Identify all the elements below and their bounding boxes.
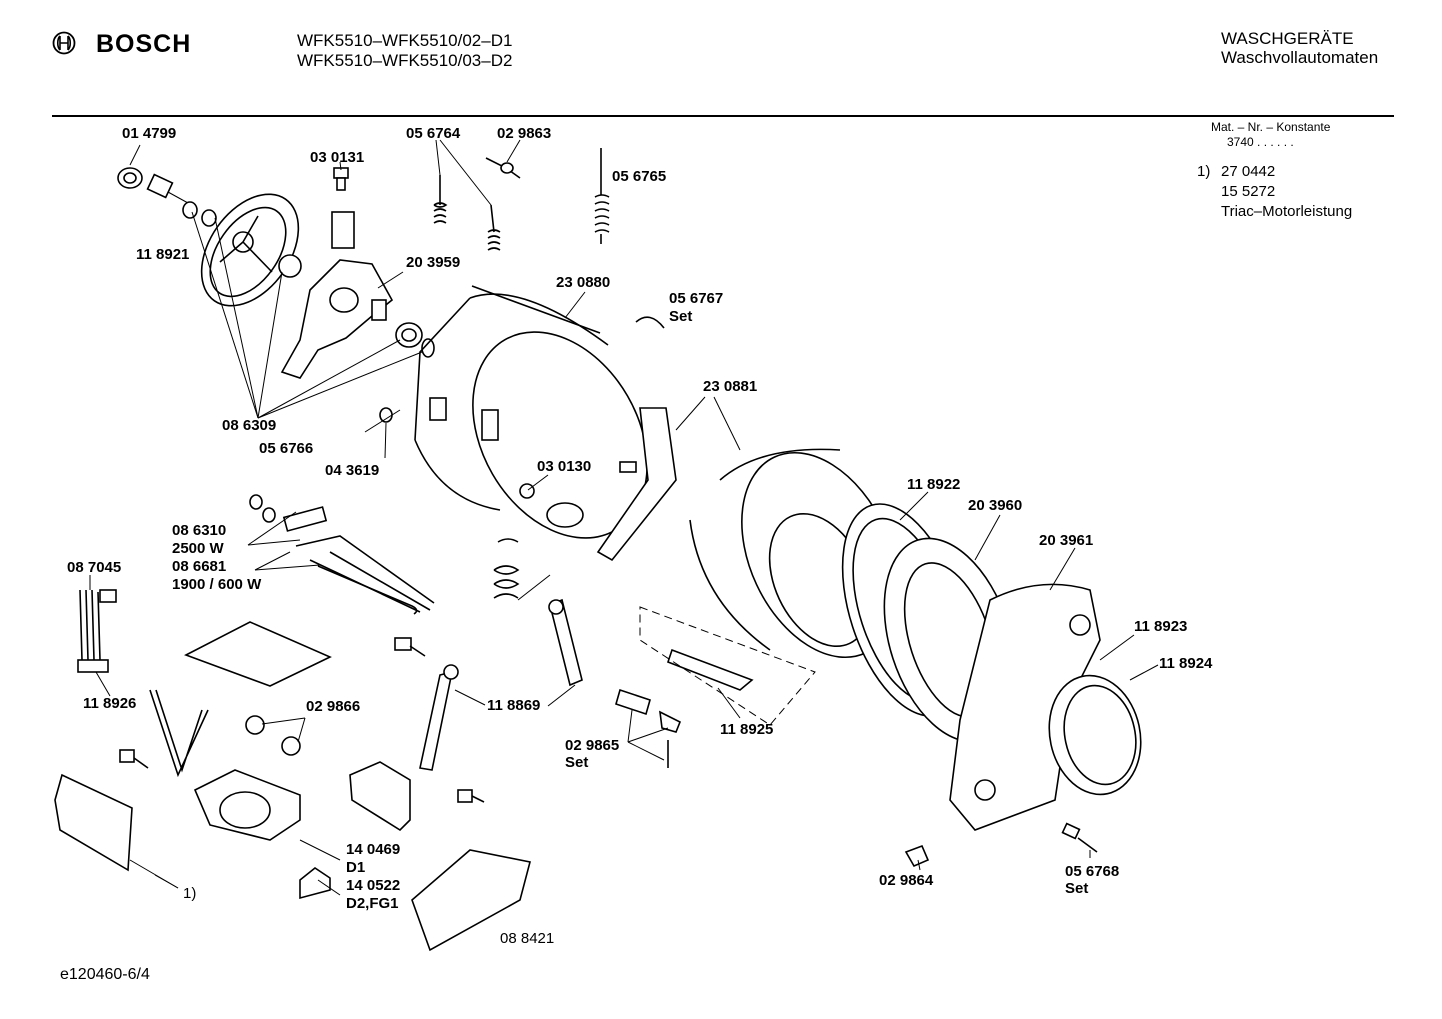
tub-spring-part [433, 148, 610, 251]
foot-part [245, 715, 301, 756]
leader-lines [89, 139, 1159, 896]
part-label: 03 0130 [537, 458, 591, 475]
part-label: 02 9865 [565, 737, 619, 754]
heating-element-part [249, 494, 435, 615]
part-label: Set [565, 754, 588, 771]
model-line-1: WFK5510–WFK5510/02–D1 [297, 31, 513, 50]
part-label: Set [1065, 880, 1088, 897]
part-label: 20 3960 [968, 497, 1022, 514]
tub-bearing-part [395, 322, 435, 358]
drum-spider-part [596, 407, 677, 562]
part-label: 08 6310 [172, 522, 226, 539]
part-label: D1 [346, 859, 365, 876]
header-rule [52, 115, 1394, 117]
note-line-2: 15 5272 [1221, 183, 1276, 200]
part-label: 11 8926 [83, 695, 136, 712]
part-label: 05 6764 [406, 125, 461, 142]
tub-screw-part [1061, 822, 1098, 853]
bearing-sleeve-part [117, 167, 143, 189]
motor-part [193, 769, 301, 841]
part-label: 14 0522 [346, 877, 400, 894]
drawing-code: e120460-6/4 [60, 966, 150, 983]
brand-name: BOSCH [96, 30, 192, 58]
bosch-logo-icon [52, 31, 76, 62]
note-marker: 1) [1197, 163, 1211, 180]
nut-part [379, 407, 393, 423]
clamp-part [635, 316, 665, 329]
part-label: 05 6768 [1065, 863, 1119, 880]
wiring-harness-part [77, 589, 117, 673]
shock-absorber-part [419, 598, 583, 771]
part-label: 2500 W [172, 540, 225, 557]
outer-tub-part [414, 285, 648, 539]
category-title: WASCHGERÄTE [1221, 29, 1354, 48]
door-lock-part [411, 849, 531, 952]
category-subtitle: Waschvollautomaten [1221, 48, 1379, 67]
part-label: 03 0131 [310, 149, 364, 166]
part-label: 02 9863 [497, 125, 551, 142]
belt-pulley-part [200, 193, 302, 307]
part-label: D2,FG1 [346, 895, 399, 912]
part-label: 11 8921 [136, 246, 189, 263]
part-label: 20 3961 [1039, 532, 1093, 549]
part-labels: 01 4799 03 0131 05 6764 02 9863 05 6765 … [67, 125, 1213, 947]
tub-cross-part [280, 211, 394, 379]
part-label: 1900 / 600 W [172, 576, 262, 593]
part-label: 1) [183, 885, 196, 902]
part-label: 20 3959 [406, 254, 460, 271]
part-label: 23 0880 [556, 274, 610, 291]
part-label: 05 6767 [669, 290, 723, 307]
part-label: 11 8922 [907, 476, 960, 493]
material-constant-value: 3740 . . . . . . [1227, 135, 1294, 149]
brand-logo: BOSCH [52, 30, 191, 62]
clip-part [485, 157, 521, 179]
part-label: 08 8421 [500, 930, 554, 947]
screw-part [333, 167, 349, 191]
small-bracket-part [299, 867, 331, 900]
cover-plate-part [184, 621, 332, 687]
retaining-clip-part [904, 844, 930, 868]
part-label: 02 9866 [306, 698, 360, 715]
pulley-bolt-part [146, 173, 217, 227]
part-label: 02 9864 [879, 872, 934, 889]
part-label: 08 6309 [222, 417, 276, 434]
front-tub-part [949, 583, 1101, 831]
material-number-label: Mat. – Nr. – Konstante [1211, 120, 1331, 134]
mounting-bolt-part [119, 637, 485, 803]
part-label: 05 6766 [259, 440, 313, 457]
part-label: 08 6681 [172, 558, 226, 575]
part-label: 14 0469 [346, 841, 400, 858]
pump-group-outline [639, 606, 816, 726]
part-label: 01 4799 [122, 125, 176, 142]
control-module-part [54, 773, 133, 872]
part-label: Set [669, 308, 692, 325]
part-label: 05 6765 [612, 168, 666, 185]
part-label: 04 3619 [325, 462, 379, 479]
part-label: 11 8925 [720, 721, 773, 738]
drive-belt-part [149, 689, 209, 778]
hose-spring-part [493, 538, 520, 599]
part-label: 11 8923 [1134, 618, 1187, 635]
part-label: 23 0881 [703, 378, 757, 395]
note-line-1: 27 0442 [1221, 163, 1276, 180]
mounting-bracket-part [349, 761, 411, 832]
part-label: 08 7045 [67, 559, 121, 576]
model-line-2: WFK5510–WFK5510/03–D2 [297, 51, 513, 70]
part-label: 11 8869 [487, 697, 540, 714]
pump-connector-part [615, 648, 754, 768]
front-ring-part [1048, 674, 1142, 796]
note-line-3: Triac–Motorleistung [1221, 203, 1353, 220]
part-label: 11 8924 [1159, 655, 1213, 672]
